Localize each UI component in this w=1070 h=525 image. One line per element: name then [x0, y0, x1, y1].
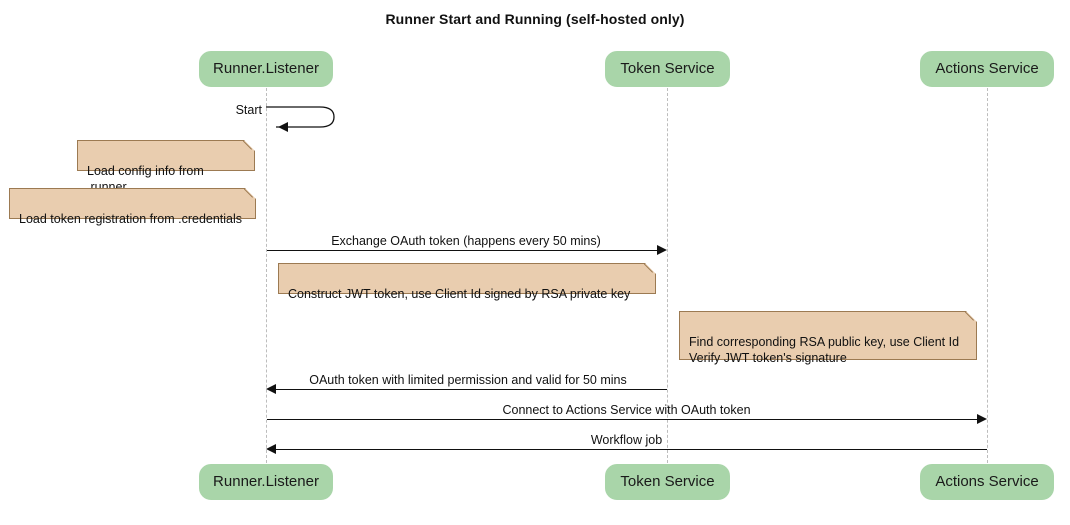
lifeline-runner-listener [266, 88, 267, 463]
participant-actions-service-top[interactable]: Actions Service [920, 51, 1054, 87]
message-label-connect-to-actions-service: Connect to Actions Service with OAuth to… [502, 403, 751, 417]
message-label-oauth-token-reply: OAuth token with limited permission and … [309, 373, 627, 387]
participant-token-service-top[interactable]: Token Service [605, 51, 730, 87]
lifeline-token-service [667, 88, 668, 463]
note-fold-edge [965, 311, 977, 323]
message-arrowhead-workflow-job [266, 444, 276, 454]
message-line-exchange-oauth-token [267, 250, 658, 251]
message-label-start: Start [235, 103, 262, 117]
message-line-connect-to-actions-service [267, 419, 978, 420]
note-verify-jwt-token: Find corresponding RSA public key, use C… [679, 311, 977, 365]
diagram-title: Runner Start and Running (self-hosted on… [385, 11, 685, 27]
note-load-token-registration: Load token registration from .credential… [9, 188, 256, 226]
note-fold-edge [644, 263, 656, 275]
note-fold-edge [244, 188, 256, 200]
message-label-workflow-job: Workflow job [590, 433, 663, 447]
message-line-workflow-job [276, 449, 987, 450]
note-text-construct-jwt-token: Construct JWT token, use Client Id signe… [288, 287, 631, 301]
note-load-config-info: Load config info from .runner [77, 140, 255, 194]
message-arrowhead-connect-to-actions-service [977, 414, 987, 424]
note-text-load-token-registration: Load token registration from .credential… [19, 212, 243, 226]
participant-actions-service-bottom[interactable]: Actions Service [920, 464, 1054, 500]
participant-token-service-bottom[interactable]: Token Service [605, 464, 730, 500]
message-arrowhead-oauth-token-reply [266, 384, 276, 394]
note-fold-edge [243, 140, 255, 152]
message-line-oauth-token-reply [276, 389, 667, 390]
message-label-exchange-oauth-token: Exchange OAuth token (happens every 50 m… [331, 234, 601, 248]
note-construct-jwt-token: Construct JWT token, use Client Id signe… [278, 263, 656, 301]
message-arrowhead-exchange-oauth-token [657, 245, 667, 255]
message-arrow-start [266, 106, 335, 132]
lifeline-actions-service [987, 88, 988, 463]
participant-runner-listener-bottom[interactable]: Runner.Listener [199, 464, 333, 500]
note-text-verify-jwt-token: Find corresponding RSA public key, use C… [689, 335, 960, 365]
participant-runner-listener-top[interactable]: Runner.Listener [199, 51, 333, 87]
